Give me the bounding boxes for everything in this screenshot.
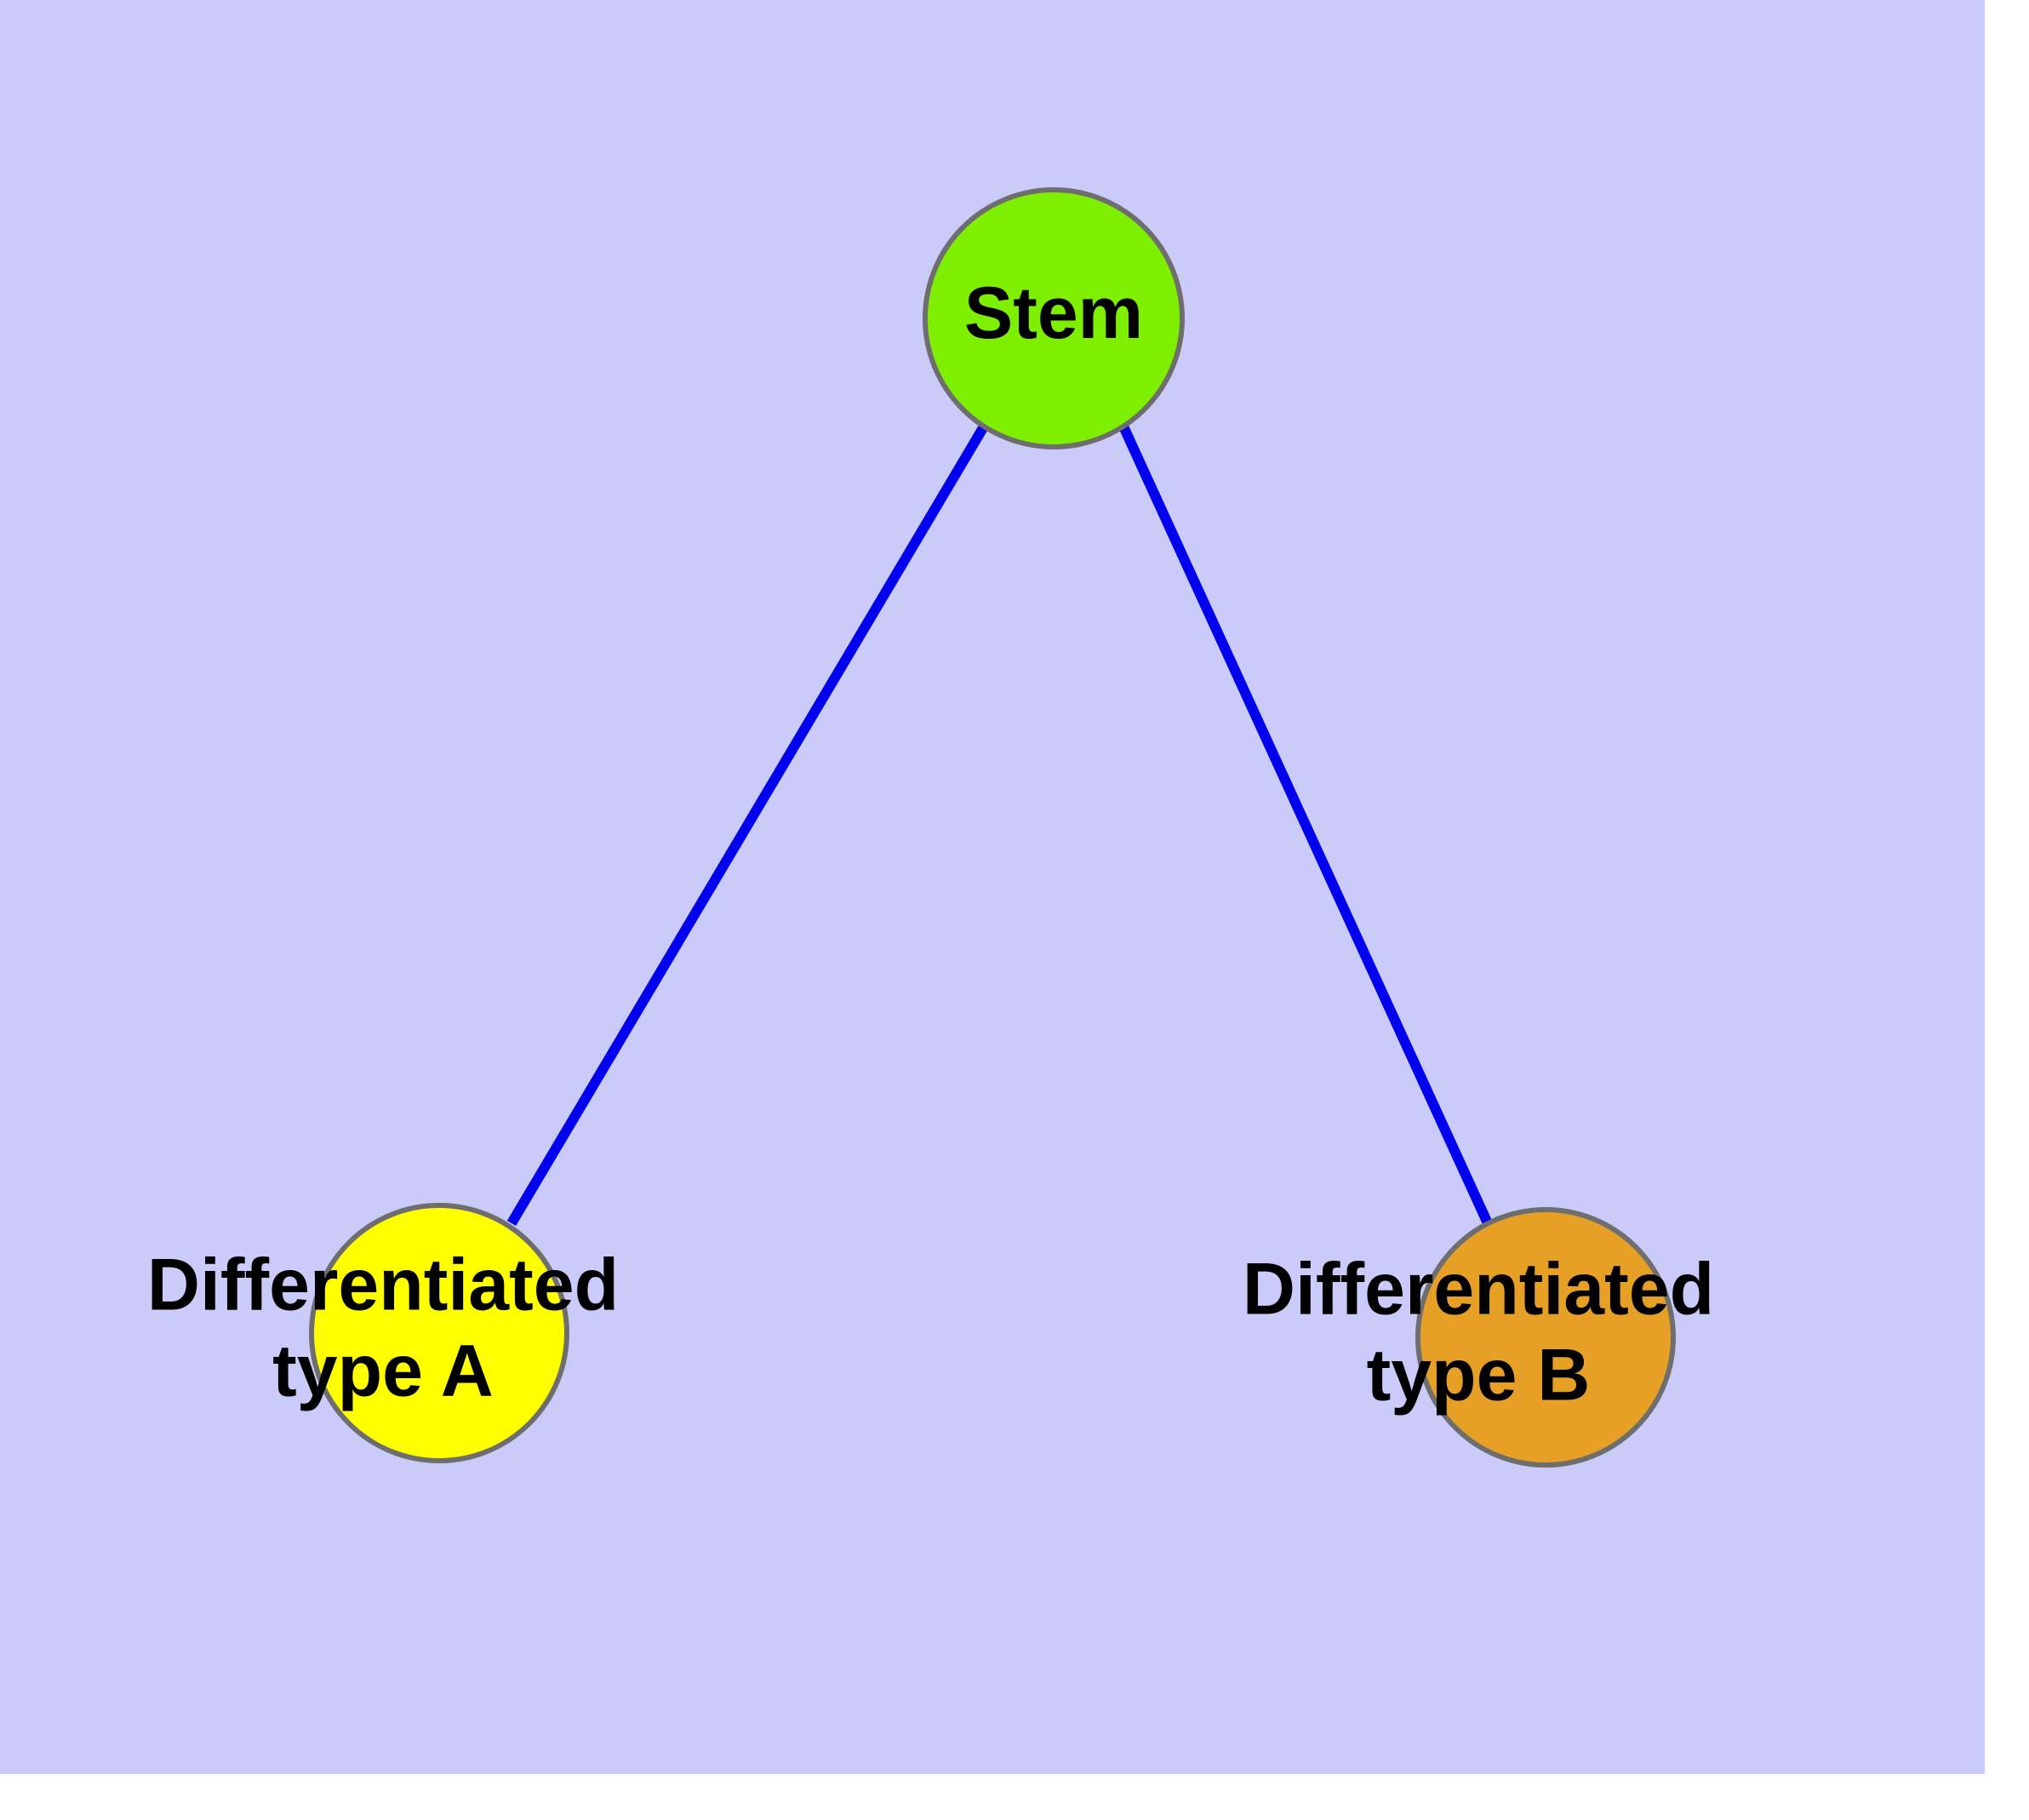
- graph-node-label-stem: Stem: [964, 272, 1143, 354]
- graph-node-label-line: Differentiated: [147, 1244, 619, 1325]
- edges-layer: [506, 423, 1493, 1227]
- graph-node-label-line: Stem: [964, 272, 1143, 354]
- graph-node-label-line: type A: [272, 1330, 494, 1411]
- graph-node-label-line: type B: [1367, 1334, 1591, 1416]
- graph-node-diff_a[interactable]: [309, 1203, 569, 1463]
- graph-edge-stem-to-b: [1118, 424, 1493, 1226]
- graph-node-label-line: Differentiated: [1243, 1248, 1714, 1330]
- graph-node-diff_b[interactable]: [1415, 1207, 1676, 1468]
- graph-node-stem[interactable]: [923, 187, 1185, 449]
- graph-edge-stem-to-a: [506, 423, 989, 1227]
- nodes-layer: [309, 187, 1676, 1468]
